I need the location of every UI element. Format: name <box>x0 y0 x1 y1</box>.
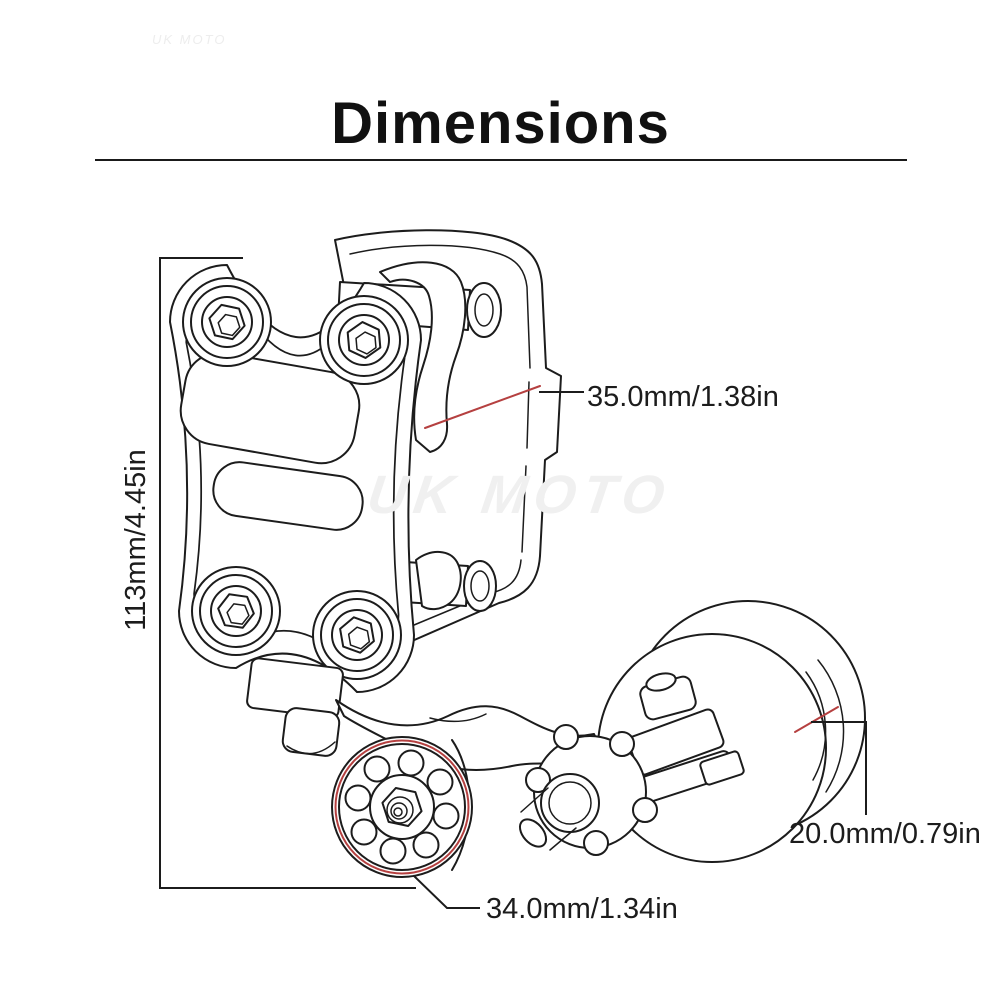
bottom-pin-cap <box>463 560 497 612</box>
corner-watermark: UK MOTO <box>152 32 227 47</box>
width-red-mark <box>424 385 541 429</box>
page-title: Dimensions <box>331 91 670 156</box>
height-dimension-label: 113mm/4.45in <box>120 449 153 631</box>
flange-hole <box>525 767 551 793</box>
height-dimension-line <box>159 257 416 889</box>
bolt-top-left <box>182 277 272 367</box>
flange-hole <box>609 731 635 757</box>
flange-hole <box>632 797 658 823</box>
back-plate-thickness-line <box>349 244 531 369</box>
bolt-top-right <box>319 295 409 385</box>
pivot-mount-block <box>246 657 344 757</box>
roller-leader <box>412 874 480 909</box>
drum-leader <box>811 721 867 815</box>
upper-cutout <box>179 351 361 465</box>
title-divider-line <box>95 159 907 161</box>
center-watermark: UK MOTO <box>363 465 676 525</box>
bolt-bottom-right <box>312 590 402 680</box>
front-plate-lower-boss <box>415 551 462 611</box>
front-plate-upper-ear <box>379 261 467 453</box>
roller-dimension-label: 34.0mm/1.34in <box>486 893 678 925</box>
drum-red-mark <box>794 706 839 733</box>
adjuster-clamp <box>627 672 745 806</box>
flange-hole <box>583 830 609 856</box>
top-pin-cap <box>466 282 502 338</box>
roller-face-rim <box>338 743 466 871</box>
pivot-flange <box>518 724 658 856</box>
roller-red-diameter-circle <box>334 739 470 875</box>
hex-socket <box>346 321 382 359</box>
bolt-bottom-left <box>191 566 281 656</box>
hex-socket-bolts <box>182 277 409 680</box>
adjuster-bolt-cap <box>645 672 677 692</box>
drum-dimension-label: 20.0mm/0.79in <box>789 818 981 850</box>
hex-socket <box>339 616 375 654</box>
flange-hole <box>553 724 579 750</box>
clamp-side-tab <box>699 750 745 786</box>
lower-cutout <box>212 461 364 531</box>
width-dimension-label: 35.0mm/1.38in <box>587 381 779 413</box>
chain-roller-disc <box>331 736 473 878</box>
pivot-stud <box>281 707 341 757</box>
plate-cutouts <box>179 351 364 531</box>
roller-hub <box>369 774 435 840</box>
drum-rim-groove <box>817 659 845 793</box>
dimension-lines <box>159 257 867 909</box>
axle-bolt-tip <box>518 818 548 848</box>
hex-socket <box>217 593 255 629</box>
